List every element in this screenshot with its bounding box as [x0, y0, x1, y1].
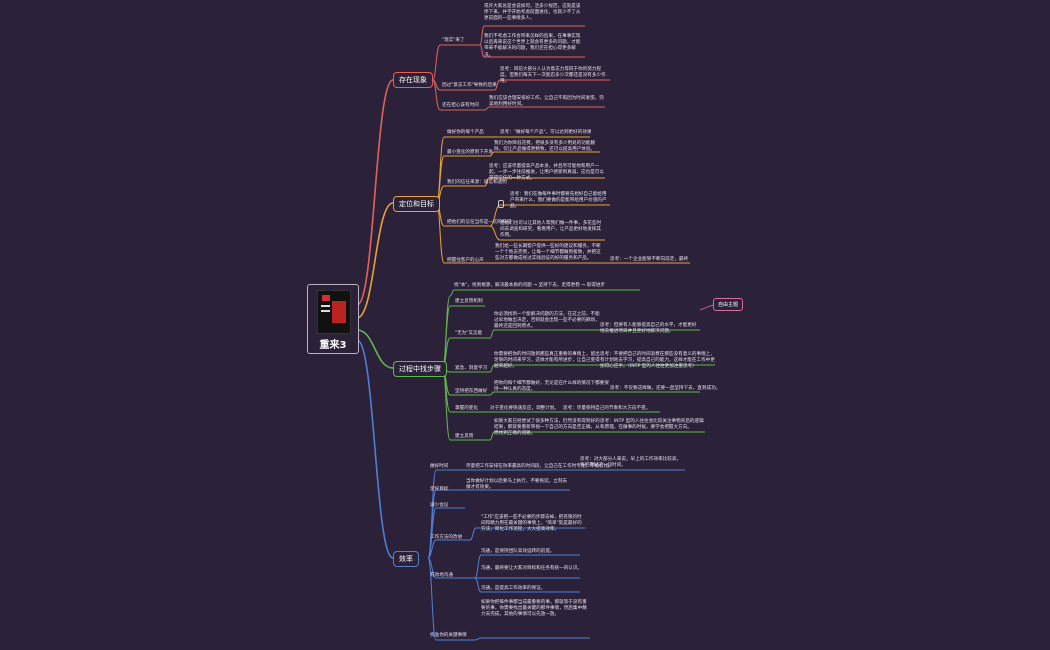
branch-title-positioning[interactable]: 定位和目标: [393, 196, 440, 212]
b3-top[interactable]: 找"本"，找到根源，解决最本质的问题 → 坚持下去，走得更稳 → 取得进步: [454, 283, 605, 288]
root-title: 重来3: [319, 340, 347, 351]
b4-sub2[interactable]: 定好目标: [430, 487, 449, 492]
b2-text1: 思考："做好每个产品"，可以达到更好的效果: [500, 130, 592, 135]
b4-sub4[interactable]: 工作方法的改进: [430, 535, 463, 540]
b3-text10: 思考：INTP 型的人往往会比较关注事物背后的逻辑和原理，在做事的时候，要学会把…: [600, 419, 704, 431]
b2-sub4[interactable]: 把他们的信任当作是一切的前提: [447, 220, 512, 225]
b4-text8: 如果你把每件事都当成最重要的事，那就等于没有重要的事，你需要找出最关键的那件事情…: [481, 600, 587, 618]
b3-sub4[interactable]: 坚持把东西做好: [455, 389, 488, 394]
branch-title-existing[interactable]: 存在现象: [393, 72, 433, 88]
b3-text1: 你必须找到一个能解决问题的方法，在这之前，不能过早地做出决定，否则就会出现一些不…: [494, 312, 600, 330]
b2-text7: 思考：一个企业能够不断向前走，最终: [610, 257, 689, 262]
b1-sub1[interactable]: "现实"来了: [442, 38, 465, 43]
b4-text4: "工作"应该把一些不必要的步骤去掉，把有限的时间和精力用在最关键的事情上，"简单…: [481, 515, 582, 533]
floating-topic[interactable]: 自由主题: [713, 298, 744, 311]
b3-text5: 把你的每个细节都做好，无论是在什么样的情况下都要保持一种认真的态度。: [494, 381, 609, 393]
b4-sub5[interactable]: 有效地沟通: [430, 573, 453, 578]
b4-sub1[interactable]: 做好时间: [430, 464, 449, 469]
b1-text3: 思考：目前大部分人认为意志力等同于你的努力程度。但我们每天下一次能忍多少次都还是…: [500, 67, 606, 85]
b3-sub1[interactable]: 建立反馈机制: [455, 299, 483, 304]
b3-text3: 你需要把你的时间放到那些真正重要的事情上，留出足够的时间来学习，这样才能有所进步…: [494, 352, 600, 370]
b3-text9: 如果大家已经尝试了很多种方法，仍然没有得到好的结果，那就要重新审视一下自己的方向…: [494, 419, 600, 437]
b2-sub1[interactable]: 做好你的每个产品: [447, 130, 484, 135]
b1-sub2[interactable]: 因过"意志工作"导致的后果: [442, 83, 497, 88]
b1-text2: 我们不考虑工作会带来怎样的后果，在事事实现以后再来说这个世界上就会有更多的问题，…: [484, 34, 581, 58]
b3-sub3[interactable]: 紧急、刻意学习: [455, 366, 488, 371]
b2-text2: 我们为你降低花费，把很多没有多少用处的功能删除，仅让产品做得更精致，还可以提高用…: [494, 141, 596, 153]
b4-sub6[interactable]: 找准你的关键事情: [430, 633, 467, 638]
b2-text4: 思考：我们在做每件事时都要先想好自己能给用户带来什么，我们要做的是能带给用户价值…: [510, 192, 607, 210]
b1-text1: 或许大家总是会说如何，活多少规范，这就是该停下来，并学开始考虑前面进化，也就少不…: [484, 4, 581, 22]
b4-sub3[interactable]: 减少会议: [430, 503, 449, 508]
b3-sub2[interactable]: "无为"又怎能: [455, 331, 483, 336]
b2-text6: 我们给一些长期客户提供一些好的建议和服务，不断一个个地去完善，让每一个细节都做到…: [495, 244, 601, 262]
b2-sub5[interactable]: 把握住客户的心声: [447, 258, 484, 263]
b1-text4: 我们应该合理安排好工作，让自己不再因为时间发慌，完美地利用好时间。: [489, 96, 604, 108]
b3-sub6[interactable]: 建立反馈: [455, 434, 474, 439]
mouse-icon: [498, 200, 504, 208]
b4-text6: 沟通，最终要让大家对目标和任务有统一的认识。: [481, 566, 583, 571]
b3-text7: 对于变化要快速反应，调整计划。: [490, 406, 559, 411]
book-cover-image: [317, 290, 351, 334]
b3-sub5[interactable]: 掌握的变化: [455, 406, 478, 411]
b4-text7: 沟通，是提高工作效率的保证。: [481, 586, 546, 591]
b2-text3: 思考：应该尽量提高产品本身，并且尽可能地和用户一起，一步一步往前推进，让用户感受…: [489, 164, 604, 182]
b2-sub2[interactable]: 最小变化的原则下开发: [447, 150, 493, 155]
b2-text5: 但他们也可以让其他人帮我们做一件事，多花些时间去调查和研究，看看用户，让产品更好…: [500, 221, 602, 239]
branch-title-process[interactable]: 过程中找步骤: [393, 361, 447, 377]
b4-text1: 尽量把工作安排在效率最高的时间段，让自己在工作时专注，不被打扰。: [466, 464, 614, 469]
b3-text8: 思考：尽量保持自己的节奏和大方向不变。: [563, 406, 651, 411]
b3-text4: 思考：不要把自己的时间浪费在那些没有意义的事情上，有计划地去学习，提高自己的能力…: [600, 352, 715, 370]
b4-text5: 沟通，是保持团队高效运转的前提。: [481, 549, 555, 554]
b4-text3: 当你做好计划以后要马上执行，不要拖延，立刻去做才有效果。: [466, 479, 568, 491]
b1-sub3[interactable]: 还在担心该有时间: [442, 103, 479, 108]
root-topic[interactable]: 重来3: [307, 284, 359, 354]
b3-text6: 思考：不仅要这样做，还要一直坚持下去，直到成功。: [610, 386, 721, 391]
branch-title-efficiency[interactable]: 效率: [393, 551, 419, 567]
b2-sub3[interactable]: 我们的信任来源：诚信和透明: [447, 180, 507, 185]
b4-text2: 思考：对大部分人来说，早上的工作效率比较高，要把握好这一段时间。: [580, 457, 682, 469]
b3-text2: 思考：但要有人能够提高自己的水平，才能更好地去推进项目并且更好地解决问题。: [600, 323, 697, 335]
